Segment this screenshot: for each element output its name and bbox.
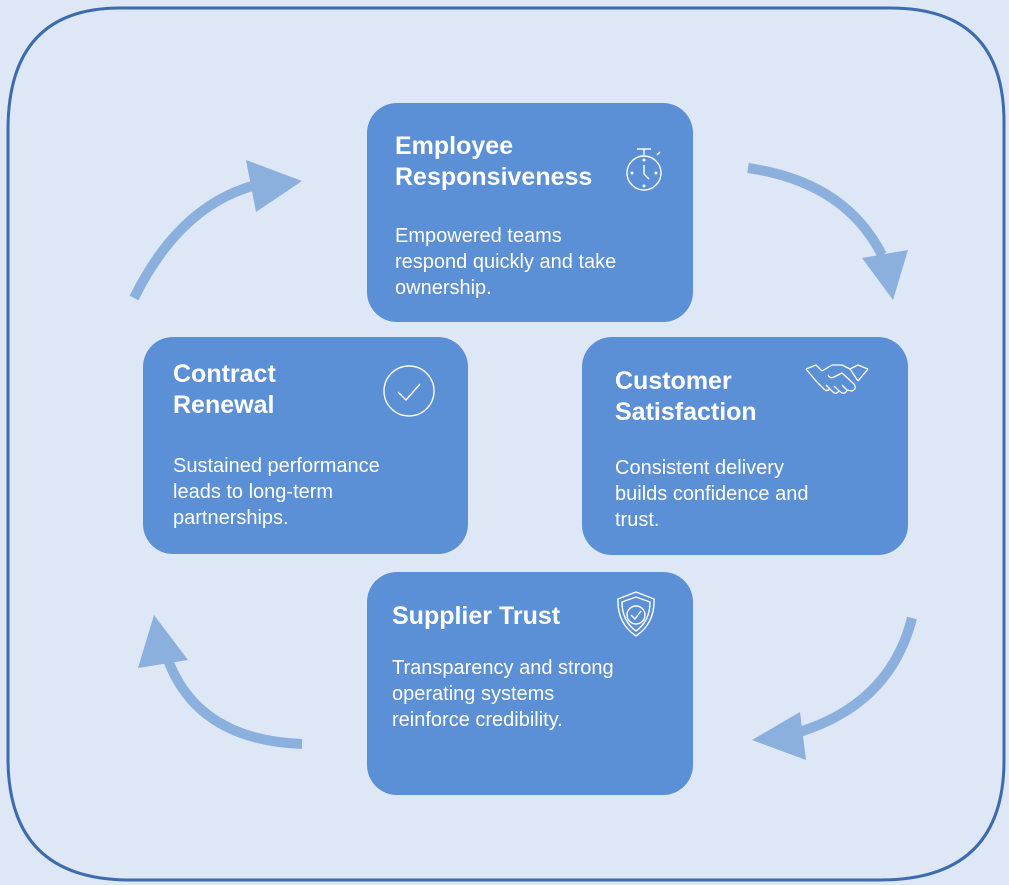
check-circle-icon — [382, 364, 436, 418]
card-title-line: Customer — [615, 367, 732, 395]
description-line: builds confidence and — [615, 483, 809, 505]
card-contract-renewal: Contract Renewal Sustained performance l… — [143, 337, 468, 554]
card-title-line: Supplier Trust — [392, 602, 561, 630]
card-title-line: Employee — [395, 132, 514, 160]
card-supplier-trust: Supplier Trust Transparency and strong o… — [367, 572, 693, 795]
description-line: ownership. — [395, 277, 492, 299]
card-title: Employee Responsiveness — [395, 131, 592, 193]
description-line: Sustained performance — [173, 455, 380, 477]
arrow-customer-to-supplier — [752, 616, 917, 760]
card-employee-responsiveness: Employee Responsiveness Empowered teams … — [367, 103, 693, 322]
card-title-line: Renewal — [173, 391, 275, 419]
card-title-line: Responsiveness — [395, 163, 593, 191]
card-description: Consistent delivery builds confidence an… — [615, 455, 808, 533]
card-description: Empowered teams respond quickly and take… — [395, 223, 616, 301]
handshake-icon — [802, 359, 872, 399]
card-description: Transparency and strong operating system… — [392, 655, 614, 733]
card-title: Contract Renewal — [173, 359, 276, 421]
arrow-contract-to-employee — [129, 160, 302, 301]
description-line: Consistent delivery — [615, 457, 784, 479]
card-title: Supplier Trust — [392, 601, 560, 632]
description-line: Empowered teams — [395, 225, 562, 247]
card-description: Sustained performance leads to long-term… — [173, 453, 380, 531]
card-customer-satisfaction: Customer Satisfaction Consistent deliver… — [582, 337, 908, 555]
card-title-line: Satisfaction — [615, 398, 757, 426]
description-line: reinforce credibility. — [392, 709, 563, 731]
description-line: trust. — [615, 509, 660, 531]
card-title: Customer Satisfaction — [615, 366, 757, 428]
shield-check-icon — [613, 589, 659, 639]
stopwatch-icon — [621, 146, 667, 196]
card-title-line: Contract — [173, 360, 276, 388]
arrow-employee-to-customer — [747, 163, 908, 300]
description-line: operating systems — [392, 683, 555, 705]
description-line: leads to long-term — [173, 481, 334, 503]
description-line: partnerships. — [173, 507, 289, 529]
description-line: Transparency and strong — [392, 657, 614, 679]
description-line: respond quickly and take — [395, 251, 617, 273]
arrow-supplier-to-contract — [138, 615, 303, 749]
